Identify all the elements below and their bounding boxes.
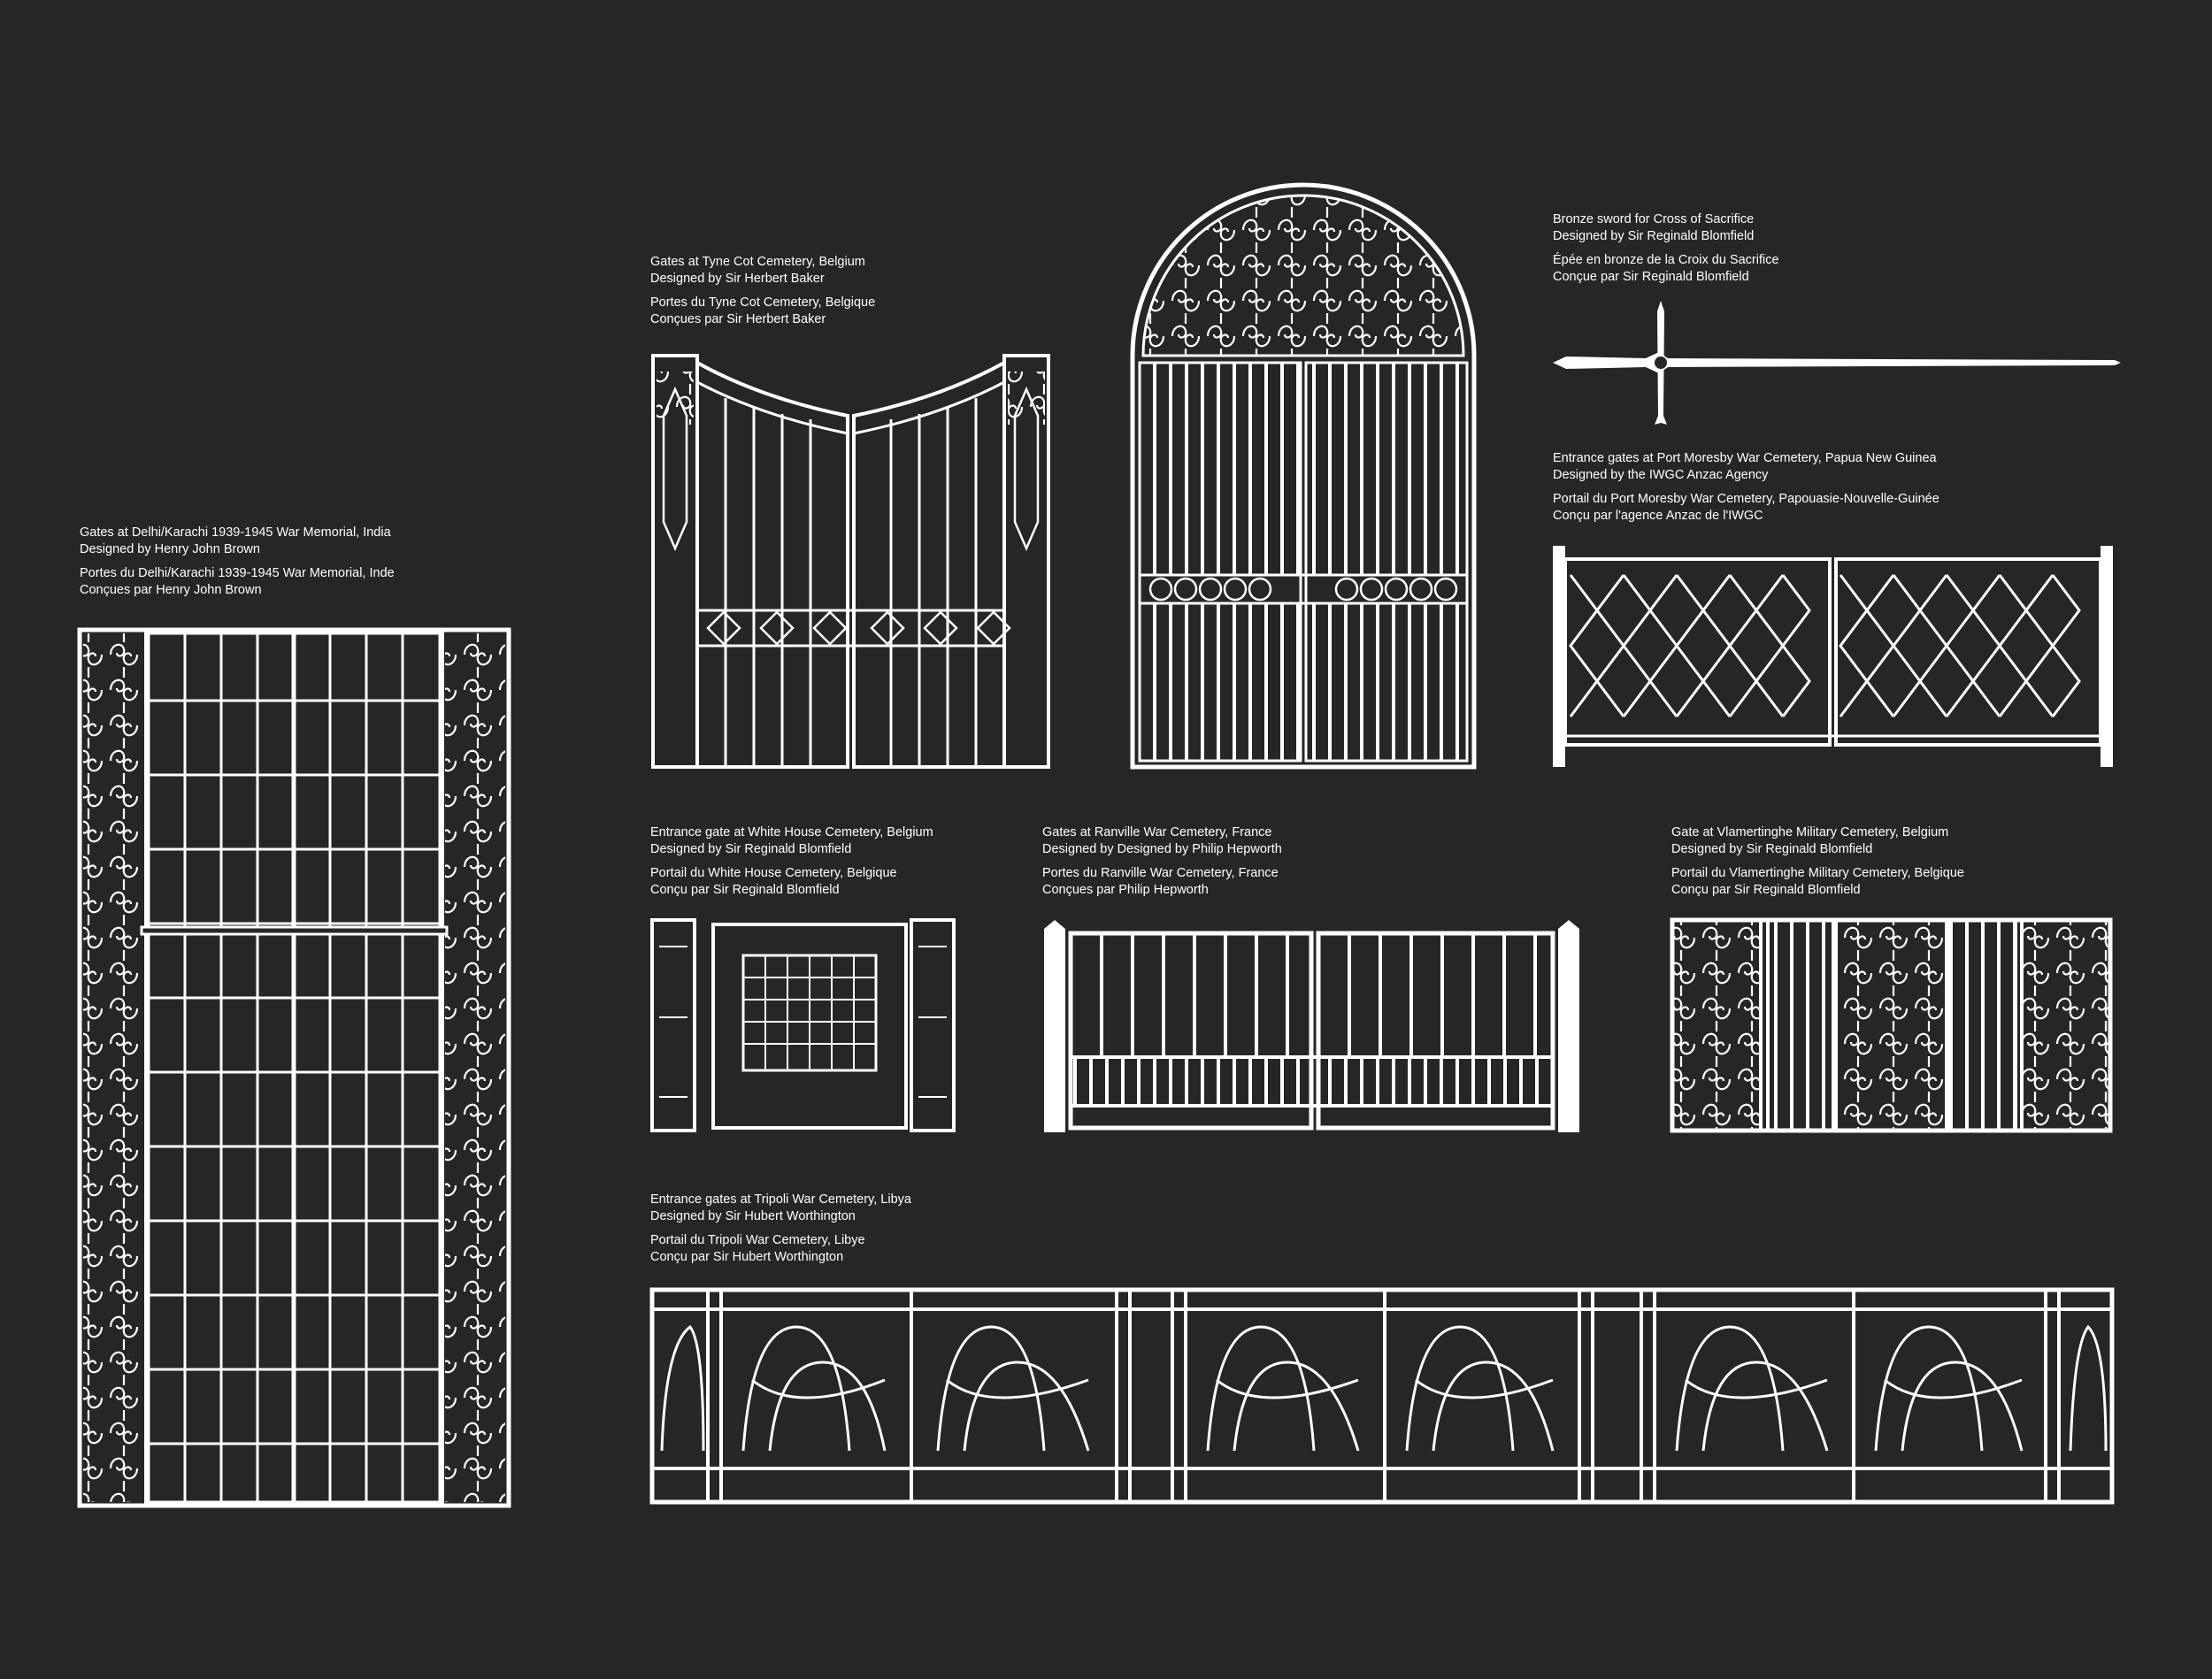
caption-title-fr: Portes du Tyne Cot Cemetery, Belgique [650, 295, 876, 310]
caption-title: Bronze sword for Cross of Sacrifice [1553, 212, 1755, 226]
caption-delhi: Gates at Delhi/Karachi 1939-1945 War Mem… [80, 525, 395, 606]
caption-designer: Designed by Sir Hubert Worthington [650, 1209, 856, 1223]
caption-title: Gates at Delhi/Karachi 1939-1945 War Mem… [80, 525, 391, 540]
caption-designer: Designed by Henry John Brown [80, 542, 260, 556]
caption-designer: Designed by Designed by Philip Hepworth [1042, 842, 1282, 856]
caption-designer: Designed by the IWGC Anzac Agency [1553, 468, 1769, 482]
caption-title-fr: Épée en bronze de la Croix du Sacrifice [1553, 253, 1779, 267]
caption-title: Gate at Vlamertinghe Military Cemetery, … [1671, 825, 1949, 840]
white-house-gate [650, 918, 956, 1132]
caption-designer: Designed by Sir Reginald Blomfield [1671, 842, 1873, 856]
caption-designer-fr: Conçu par Sir Hubert Worthington [650, 1250, 844, 1264]
caption-designer: Designed by Sir Herbert Baker [650, 272, 825, 286]
caption-designer-fr: Conçu par Sir Reginald Blomfield [1671, 883, 1861, 897]
caption-designer-fr: Conçu par l'agence Anzac de l'IWGC [1553, 509, 1763, 523]
arched-gate [1130, 182, 1477, 770]
caption-title: Entrance gates at Tripoli War Cemetery, … [650, 1192, 911, 1207]
caption-whitehouse: Entrance gate at White House Cemetery, B… [650, 824, 933, 906]
caption-designer: Designed by Sir Reginald Blomfield [650, 842, 852, 856]
caption-title-fr: Portail du Vlamertinghe Military Cemeter… [1671, 866, 1964, 880]
caption-designer-fr: Conçue par Sir Reginald Blomfield [1553, 270, 1749, 284]
caption-designer-fr: Conçues par Sir Herbert Baker [650, 312, 826, 326]
caption-title: Gates at Tyne Cot Cemetery, Belgium [650, 255, 865, 269]
bronze-sword [1553, 301, 2121, 425]
ranville-gates [1044, 920, 1579, 1132]
caption-title-fr: Portail du Port Moresby War Cemetery, Pa… [1553, 492, 1939, 506]
caption-designer-fr: Conçues par Henry John Brown [80, 583, 262, 597]
caption-designer: Designed by Sir Reginald Blomfield [1553, 229, 1755, 243]
caption-title-fr: Portail du White House Cemetery, Belgiqu… [650, 866, 897, 880]
caption-title: Entrance gate at White House Cemetery, B… [650, 825, 933, 840]
tripoli-gates [649, 1287, 2115, 1505]
caption-title-fr: Portes du Delhi/Karachi 1939-1945 War Me… [80, 566, 395, 580]
delhi-karachi-gate [77, 627, 511, 1508]
vlamertinghe-gate [1670, 917, 2113, 1133]
caption-designer-fr: Conçu par Sir Reginald Blomfield [650, 883, 840, 897]
tyne-cot-gates [651, 354, 1050, 769]
port-moresby-gates [1553, 546, 2113, 767]
caption-title-fr: Portes du Ranville War Cemetery, France [1042, 866, 1279, 880]
caption-title: Gates at Ranville War Cemetery, France [1042, 825, 1272, 840]
caption-moresby: Entrance gates at Port Moresby War Cemet… [1553, 450, 1939, 532]
caption-title-fr: Portail du Tripoli War Cemetery, Libye [650, 1233, 865, 1247]
caption-title: Entrance gates at Port Moresby War Cemet… [1553, 451, 1937, 465]
caption-vlamertinghe: Gate at Vlamertinghe Military Cemetery, … [1671, 824, 1964, 906]
caption-tripoli: Entrance gates at Tripoli War Cemetery, … [650, 1192, 911, 1273]
caption-designer-fr: Conçues par Philip Hepworth [1042, 883, 1209, 897]
